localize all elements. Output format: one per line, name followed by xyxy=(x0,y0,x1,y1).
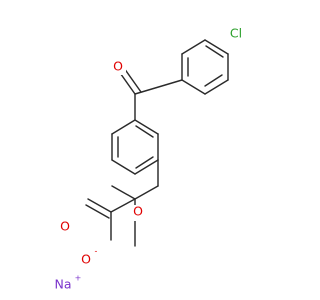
sodium-label: Na xyxy=(54,277,71,292)
central-benzene-ring xyxy=(111,119,159,175)
ketone-bridge xyxy=(117,67,183,121)
ketone-oxygen-label: O xyxy=(113,59,123,74)
chemical-structure: Cl O O O O - Na + xyxy=(52,25,246,292)
chlorophenyl-ring xyxy=(181,39,229,95)
atom-ether-oxygen: O xyxy=(131,204,145,221)
carbonyl-oxygen-label: O xyxy=(60,219,70,234)
atom-chlorine: Cl xyxy=(226,25,246,41)
anionic-oxygen-label: O xyxy=(81,252,91,267)
atom-sodium: Na + xyxy=(52,274,82,292)
sodium-charge: + xyxy=(75,274,82,283)
chlorine-label: Cl xyxy=(230,26,242,41)
atom-carbonyl-oxygen: O xyxy=(58,219,72,235)
atom-anionic-oxygen: O - xyxy=(79,247,98,268)
ether-oxygen-label: O xyxy=(133,204,143,219)
isobutyrate-side-chain xyxy=(85,159,159,247)
anionic-oxygen-charge: - xyxy=(95,247,98,256)
atom-ketone-oxygen: O xyxy=(110,59,126,75)
